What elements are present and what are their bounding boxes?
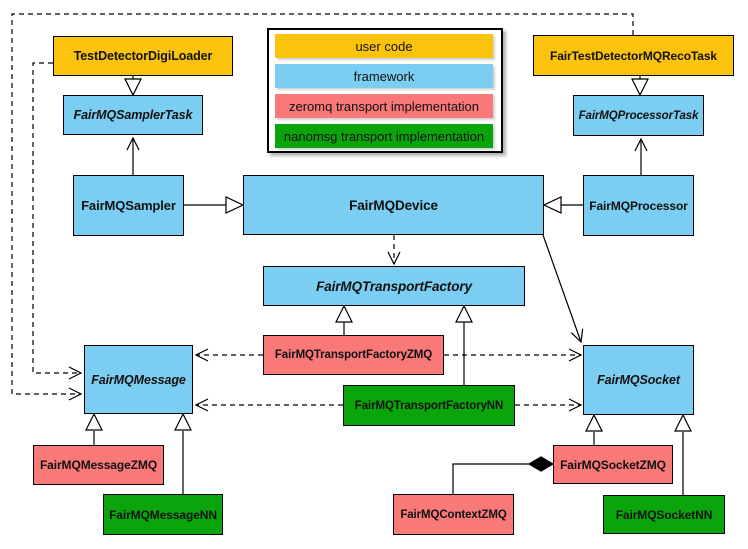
node-fairmqmessagenn: FairMQMessageNN xyxy=(103,494,223,535)
legend-label: framework xyxy=(353,68,415,84)
legend-label: user code xyxy=(355,38,413,54)
edge-device-socket-association xyxy=(542,234,584,344)
legend-label: nanomsg transport implementation xyxy=(283,128,485,144)
legend: user code framework zeromq transport imp… xyxy=(267,28,503,153)
edge-recotask-message-dependency xyxy=(11,13,634,401)
node-fairmqprocessortask: FairMQProcessorTask xyxy=(573,95,704,136)
node-fairmqprocessor: FairMQProcessor xyxy=(583,175,694,236)
node-fairmqsampler: FairMQSampler xyxy=(73,175,184,236)
node-fairmqsocketzmq: FairMQSocketZMQ xyxy=(553,445,673,484)
edge-factoryzmq-transportfactory-inheritance xyxy=(335,304,353,335)
edge-messagezmq-message-inheritance xyxy=(85,412,103,445)
node-fairmqcontextzmq: FairMQContextZMQ xyxy=(393,494,514,535)
edge-socketnn-socket-inheritance xyxy=(674,413,692,495)
node-fairmqsocket: FairMQSocket xyxy=(583,345,694,415)
node-fairmqdevice: FairMQDevice xyxy=(243,175,544,235)
edge-sampler-device-inheritance xyxy=(184,196,245,214)
node-fairmqtransportfactoryzmq: FairMQTransportFactoryZMQ xyxy=(263,335,444,375)
node-fairtestdetectormqrecotask: FairTestDetectorMQRecoTask xyxy=(533,35,734,76)
edge-loader-samplertask-inheritance xyxy=(124,76,142,97)
node-testdetectordigiloader: TestDetectorDigiLoader xyxy=(53,36,233,76)
node-fairmqtransportfactorynn: FairMQTransportFactoryNN xyxy=(343,385,515,426)
node-fairmqsocketnn: FairMQSocketNN xyxy=(603,495,725,534)
edge-processor-device-inheritance xyxy=(542,196,583,214)
edge-factorynn-transportfactory-inheritance xyxy=(455,304,473,385)
edge-messagenn-message-inheritance xyxy=(174,412,192,494)
node-fairmqmessagezmq: FairMQMessageZMQ xyxy=(33,445,164,485)
composition-diamond-icon xyxy=(527,456,555,472)
edge-socketzmq-socket-inheritance xyxy=(585,413,603,445)
legend-item-framework: framework xyxy=(275,64,493,88)
edge-contextzmq-socketzmq-composition xyxy=(452,456,555,494)
node-fairmqsamplertask: FairMQSamplerTask xyxy=(63,95,203,135)
edge-recotask-processortask-inheritance xyxy=(631,76,649,97)
legend-item-user-code: user code xyxy=(275,34,493,58)
node-fairmqtransportfactory: FairMQTransportFactory xyxy=(263,266,525,306)
legend-item-nanomsg: nanomsg transport implementation xyxy=(275,124,493,148)
legend-item-zeromq: zeromq transport implementation xyxy=(275,94,493,118)
legend-label: zeromq transport implementation xyxy=(288,98,480,114)
node-fairmqmessage: FairMQMessage xyxy=(84,345,193,414)
edge-loader-message-dependency xyxy=(32,62,83,380)
